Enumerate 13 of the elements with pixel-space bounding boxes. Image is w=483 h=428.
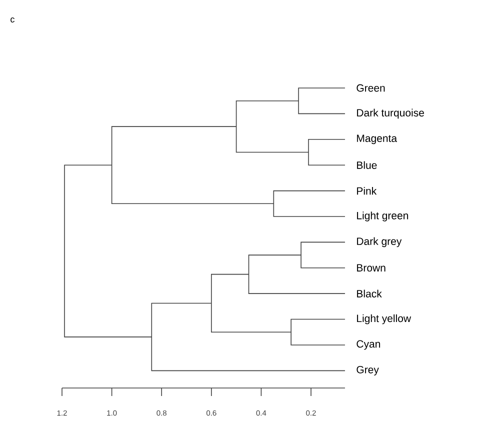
leaf-label: Cyan [356,340,380,350]
leaf-label: Light green [357,212,408,222]
leaf-label: Magenta [357,134,398,144]
leaf-label: Black [357,290,382,298]
leaf-label: Pink [357,186,377,195]
leaf-label: Blue [357,161,377,169]
leaf-label: Brown [357,264,386,272]
leaf-label: Dark grey [357,237,402,248]
leaf-label: Dark turquoise [357,108,424,119]
leaf-label: Grey [356,366,379,376]
panel-letter: c [10,18,14,22]
leaf-label: Green [356,84,385,92]
leaf-label: Light yellow [357,314,412,324]
